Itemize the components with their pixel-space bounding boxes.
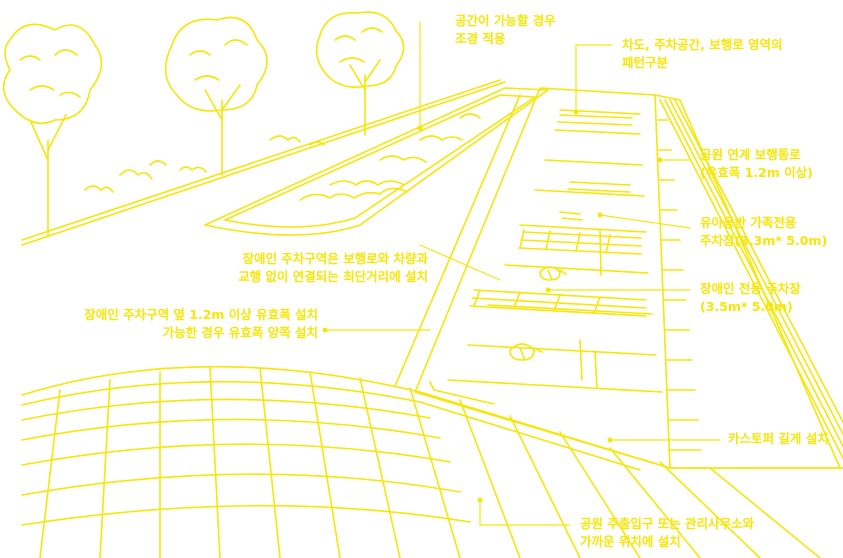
tree-middle: [164, 16, 268, 176]
annotation-line: 조경 적용: [455, 31, 506, 46]
annotation-line: 카스토퍼 길게 설치: [728, 431, 829, 446]
annotation-line: 장애인 전용 주차장: [700, 281, 801, 296]
annotation-line: (3.5m* 5.0m): [700, 299, 793, 314]
annotation-landscaping: 공간이 가능할 경우 조경 적용: [455, 12, 556, 48]
annotation-shortest-route: 장애인 주차구역은 보행로와 차량과 교행 없이 연결되는 최단거리에 설치: [178, 250, 428, 286]
annotation-family-parking: 유아동반 가족전용 주차장(3.3m* 5.0m): [700, 214, 827, 250]
annotation-location: 공원 주출입구 또는 관리사무소와 가까운 위치에 설치: [580, 515, 754, 551]
annotation-side-walkway: 장애인 주차구역 옆 1.2m 이상 유효폭 설치 가능한 경우 유효폭 양쪽 …: [60, 306, 318, 342]
annotation-line: 주차장(3.3m* 5.0m): [700, 233, 828, 248]
annotation-line: (유효폭 1.2m 이상): [700, 165, 813, 180]
annotation-park-walkway: 공원 연계 보행통로 (유효폭 1.2m 이상): [700, 146, 813, 182]
walkway-strip: [21, 79, 506, 246]
annotation-line: 차도, 주차공간, 보행로 영역의: [622, 37, 783, 52]
annotation-line: 패턴구분: [622, 55, 669, 70]
annotation-disabled-parking: 장애인 전용 주차장 (3.5m* 5.0m): [700, 280, 801, 316]
annotation-line: 장애인 주차구역은 보행로와 차량과: [242, 251, 428, 266]
annotation-line: 공원 연계 보행통로: [700, 147, 801, 162]
annotation-line: 공간이 가능할 경우: [455, 13, 556, 28]
annotation-pattern: 차도, 주차공간, 보행로 영역의 패턴구분: [622, 36, 783, 72]
annotation-line: 교행 없이 연결되는 최단거리에 설치: [238, 269, 428, 284]
plaza-grid: [21, 365, 843, 558]
annotation-curb-stop: 카스토퍼 길게 설치: [728, 430, 829, 448]
planter-island: [204, 87, 549, 236]
annotation-line: 가까운 위치에 설치: [580, 534, 681, 549]
annotation-line: 공원 주출입구 또는 관리사무소와: [580, 516, 755, 531]
tree-left: [2, 23, 103, 236]
leader-lines: [324, 21, 721, 526]
shrubs: [84, 135, 325, 193]
annotation-line: 유아동반 가족전용: [700, 215, 797, 230]
annotation-line: 장애인 주차구역 옆 1.2m 이상 유효폭 설치: [84, 307, 318, 322]
parking-strip: [394, 87, 671, 469]
annotation-line: 가능한 경우 유효폭 양쪽 설치: [162, 325, 318, 340]
